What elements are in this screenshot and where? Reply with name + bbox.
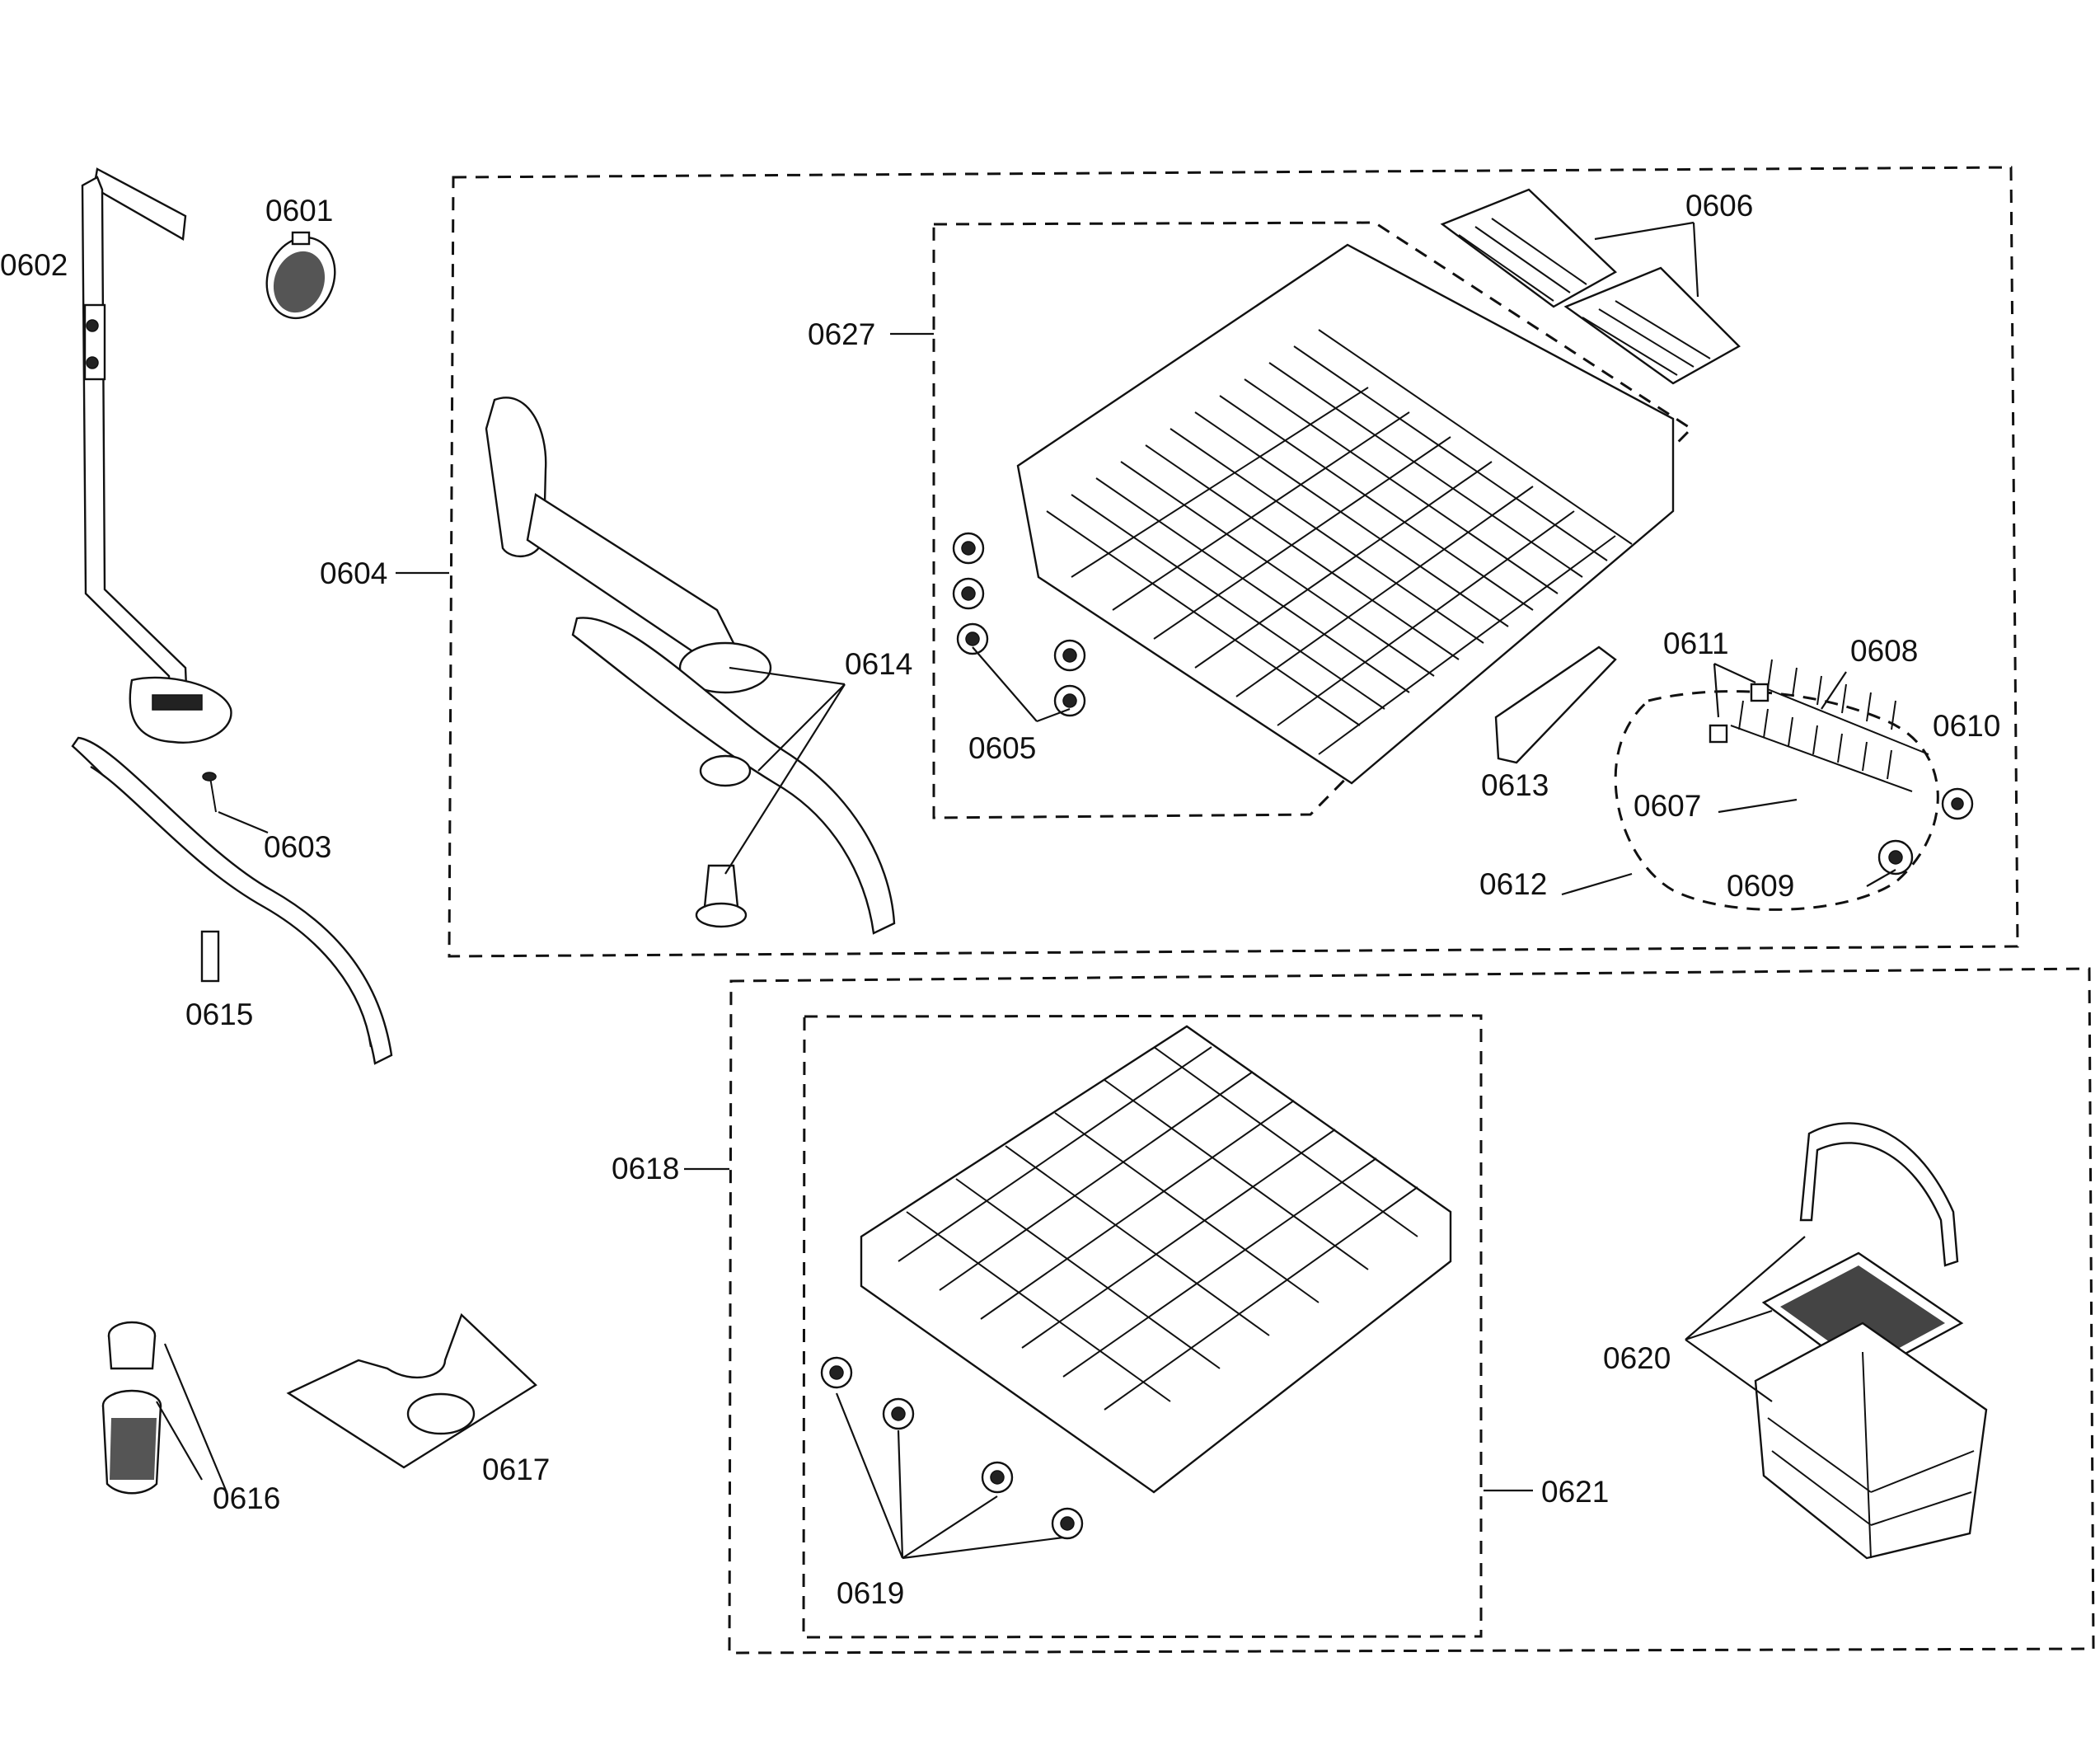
label-0615: 0615 [185, 998, 253, 1031]
label-0616: 0616 [213, 1481, 280, 1515]
label-0610: 0610 [1933, 709, 2000, 743]
cutlery-basket-icon [1754, 1122, 1988, 1560]
label-0618: 0618 [612, 1152, 679, 1185]
label-0611: 0611 [1663, 627, 1729, 660]
label-0602: 0602 [0, 248, 68, 282]
fine-filter-icon [101, 1321, 162, 1495]
screw-icon [202, 772, 217, 813]
rack-handle-icon [1494, 646, 1617, 764]
label-0613: 0613 [1481, 768, 1549, 802]
lower-rack-boundary [802, 1014, 1483, 1639]
label-0619: 0619 [837, 1576, 904, 1610]
upper-rack-boundary [932, 221, 1694, 819]
third-rack-kit-boundary [1614, 690, 1939, 911]
label-0612: 0612 [1479, 867, 1547, 901]
lower-rack-wheels-icon [820, 1356, 1084, 1540]
upper-assembly-boundary [448, 166, 2019, 958]
filter-cap-icon [265, 231, 336, 320]
cup-shelves-icon [1440, 188, 1741, 385]
label-0605: 0605 [968, 731, 1036, 765]
spray-supply-pipe-icon [81, 167, 232, 744]
leader-lines [156, 221, 1896, 1560]
label-0617: 0617 [482, 1453, 550, 1486]
label-0620: 0620 [1603, 1341, 1671, 1375]
label-0608: 0608 [1850, 634, 1918, 668]
label-0601: 0601 [265, 194, 333, 228]
label-0603: 0603 [264, 830, 331, 864]
label-0609: 0609 [1727, 869, 1794, 903]
label-0604: 0604 [320, 556, 387, 590]
label-0607: 0607 [1634, 789, 1701, 823]
label-0614: 0614 [845, 647, 912, 681]
lower-spray-arm-icon [71, 736, 393, 1065]
label-0627: 0627 [808, 317, 875, 351]
upper-rack-wheels-icon [952, 532, 1086, 717]
lower-rack-icon [860, 1025, 1452, 1494]
label-0606: 0606 [1685, 189, 1753, 223]
third-rack-tines-icon [1709, 659, 1974, 876]
cover-plate-icon [286, 1312, 537, 1469]
label-0621: 0621 [1541, 1475, 1609, 1509]
upper-spray-arm-assembly-icon [485, 397, 896, 935]
upper-rack-icon [1016, 243, 1675, 785]
